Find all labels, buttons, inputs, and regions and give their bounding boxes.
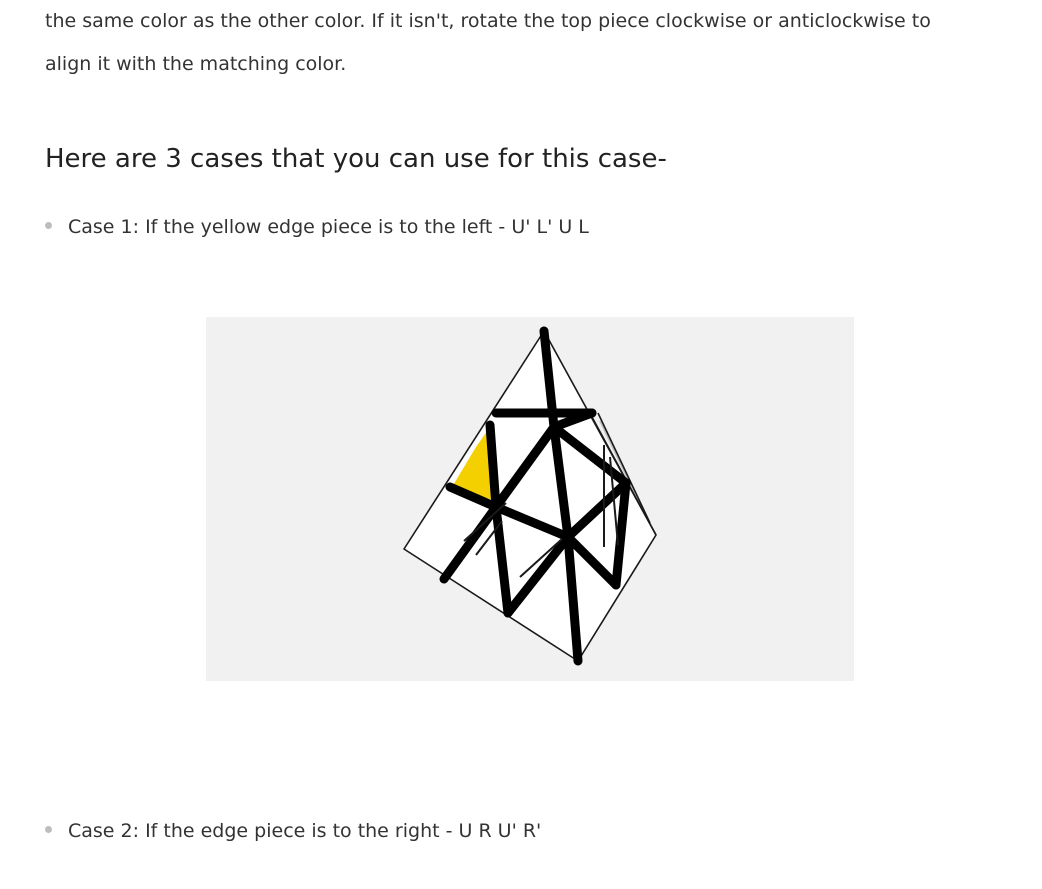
pyraminx-figure bbox=[206, 317, 854, 681]
list-item-case-2: Case 2: If the edge piece is to the righ… bbox=[45, 817, 541, 845]
intro-line-2: align it with the matching color. bbox=[45, 53, 347, 75]
pyraminx-inner-lines bbox=[463, 445, 619, 578]
case-2-label: Case 2: If the edge piece is to the righ… bbox=[68, 820, 542, 842]
pyraminx-faces bbox=[404, 331, 656, 661]
yellow-edge-sticker bbox=[452, 427, 496, 501]
list-item-case-1: Case 1: If the yellow edge piece is to t… bbox=[45, 213, 589, 241]
intro-line-1: the same color as the other color. If it… bbox=[45, 10, 931, 32]
bullet-icon bbox=[45, 826, 52, 833]
bullet-icon bbox=[45, 222, 52, 229]
pyraminx-illustration bbox=[403, 326, 657, 666]
section-heading: Here are 3 cases that you can use for th… bbox=[45, 144, 667, 174]
case-1-label: Case 1: If the yellow edge piece is to t… bbox=[68, 216, 589, 238]
intro-paragraph: the same color as the other color. If it… bbox=[45, 0, 1005, 86]
